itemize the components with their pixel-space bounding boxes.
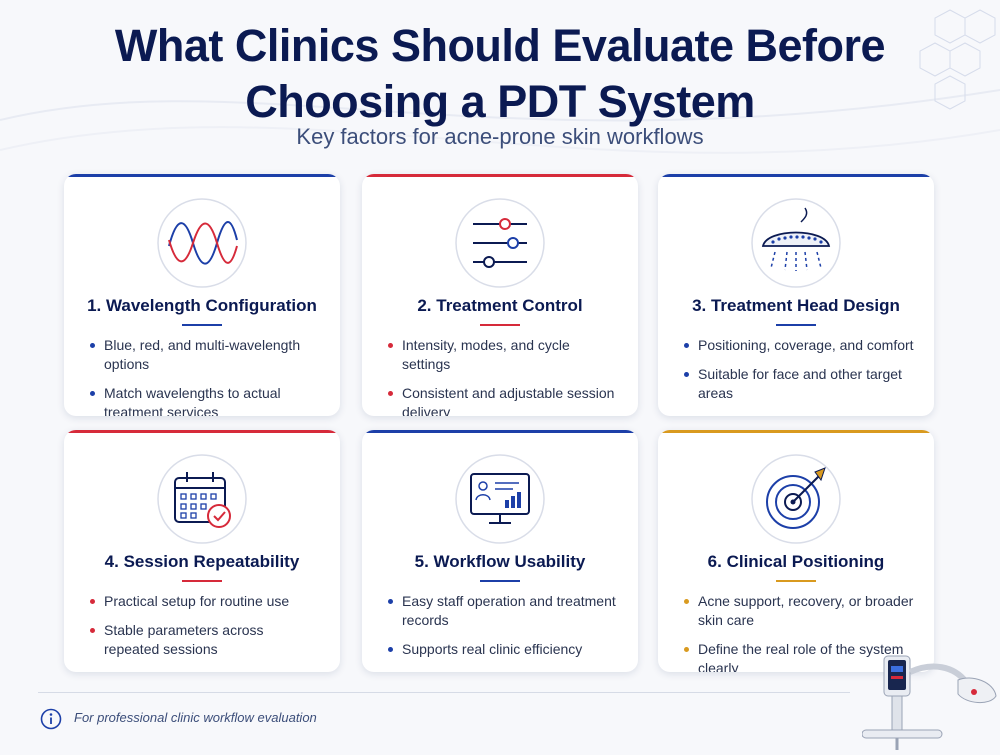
treatment-head-icon [749, 196, 843, 290]
bullet-list: Blue, red, and multi-wavelength options … [90, 336, 322, 416]
card-title-underline [776, 580, 816, 582]
bullet-item: Match wavelengths to actual treatment se… [90, 384, 322, 416]
bullet-item: Suitable for face and other target areas [684, 365, 916, 403]
bullet-item: Supports real clinic efficiency [388, 640, 620, 659]
card-title-underline [480, 580, 520, 582]
card-accent-bar [64, 174, 340, 177]
monitor-dashboard-icon [453, 452, 547, 546]
card-title: 1. Wavelength Configuration [87, 296, 317, 315]
card-accent-bar [362, 174, 638, 177]
card-accent-bar [64, 430, 340, 433]
bullet-item: Stable parameters across repeated sessio… [90, 621, 322, 659]
card-workflow-usability: 5. Workflow Usability Easy staff operati… [362, 430, 638, 672]
pdt-device-illustration [861, 652, 1000, 755]
card-treatment-head-design: 3. Treatment Head Design Positioning, co… [658, 174, 934, 416]
footer-note: For professional clinic workflow evaluat… [74, 710, 317, 725]
page-subtitle: Key factors for acne-prone skin workflow… [296, 124, 704, 149]
bullet-item: Blue, red, and multi-wavelength options [90, 336, 322, 374]
card-title-underline [182, 324, 222, 326]
title-line-2: Choosing a PDT System [245, 76, 755, 127]
card-title-underline [182, 580, 222, 582]
title-line-1: What Clinics Should Evaluate Before [114, 20, 886, 71]
bullet-item: Easy staff operation and treatment recor… [388, 592, 620, 630]
bullet-item: Intensity, modes, and cycle settings [388, 336, 620, 374]
bullet-item: Positioning, coverage, and comfort [684, 336, 916, 355]
card-accent-bar [362, 430, 638, 433]
bullet-list: Easy staff operation and treatment recor… [388, 592, 620, 669]
target-icon [749, 452, 843, 546]
card-title-underline [776, 324, 816, 326]
card-treatment-control: 2. Treatment Control Intensity, modes, a… [362, 174, 638, 416]
card-title-underline [480, 324, 520, 326]
card-title: 4. Session Repeatability [104, 552, 300, 571]
hexagon-decoration [919, 9, 996, 110]
bullet-item: Practical setup for routine use [90, 592, 322, 611]
card-title: 5. Workflow Usability [414, 552, 586, 571]
sliders-icon [453, 196, 547, 290]
card-clinical-positioning: 6. Clinical Positioning Acne support, re… [658, 430, 934, 672]
bullet-list: Acne support, recovery, or broader skin … [684, 592, 916, 672]
bullet-list: Intensity, modes, and cycle settings Con… [388, 336, 620, 416]
page-title: What Clinics Should Evaluate Before Choo… [0, 18, 1000, 130]
info-icon [40, 708, 62, 735]
footer-divider [38, 692, 850, 693]
card-title: 6. Clinical Positioning [707, 552, 885, 571]
calendar-check-icon [155, 452, 249, 546]
card-accent-bar [658, 174, 934, 177]
bullet-list: Positioning, coverage, and comfort Suita… [684, 336, 916, 413]
card-session-repeatability: 4. Session Repeatability Practical setup… [64, 430, 340, 672]
card-title: 3. Treatment Head Design [692, 296, 900, 315]
card-wavelength-configuration: 1. Wavelength Configuration Blue, red, a… [64, 174, 340, 416]
card-accent-bar [658, 430, 934, 433]
bullet-list: Practical setup for routine use Stable p… [90, 592, 322, 669]
bullet-item: Define the real role of the system clear… [684, 640, 916, 672]
bullet-item: Acne support, recovery, or broader skin … [684, 592, 916, 630]
card-title: 2. Treatment Control [417, 296, 583, 315]
bullet-item: Consistent and adjustable session delive… [388, 384, 620, 416]
wave-icon [155, 196, 249, 290]
